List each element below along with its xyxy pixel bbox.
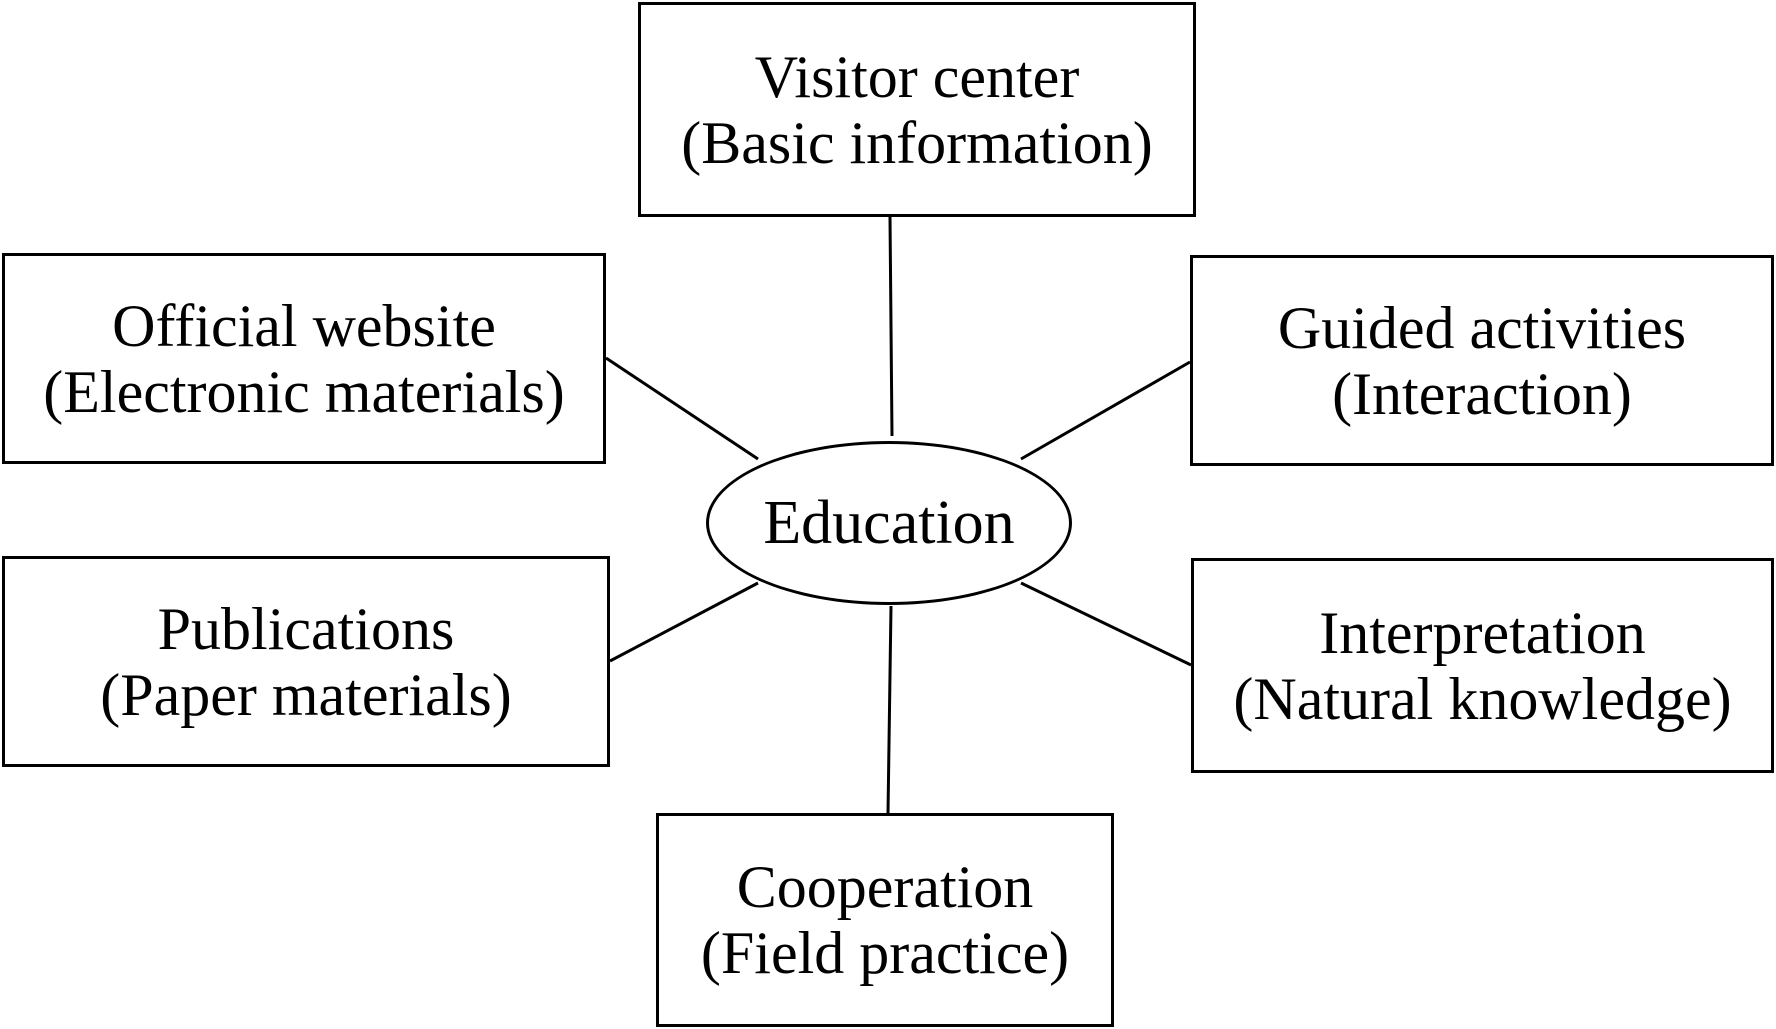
node-title: Publications: [157, 595, 455, 662]
node-subtitle: (Electronic materials): [43, 358, 565, 425]
node-title: Official website: [112, 292, 496, 359]
connector-cooperation: [886, 605, 893, 814]
node-cooperation: Cooperation (Field practice): [656, 813, 1114, 1027]
node-interpretation: Interpretation (Natural knowledge): [1191, 558, 1774, 773]
node-subtitle: (Interaction): [1332, 360, 1632, 427]
node-subtitle: (Basic information): [681, 109, 1153, 176]
node-title: Cooperation: [736, 854, 1034, 920]
node-title: Visitor center: [754, 43, 1080, 110]
node-subtitle: (Paper materials): [100, 661, 512, 728]
connector-guided-activities: [1020, 360, 1191, 461]
node-official-website: Official website (Electronic materials): [2, 253, 606, 464]
node-title: Guided activities: [1277, 294, 1687, 361]
connector-official-website: [605, 356, 759, 461]
center-label: Education: [763, 489, 1015, 557]
center-hub-education: Education: [706, 441, 1072, 605]
connector-interpretation: [1020, 581, 1192, 667]
node-title: Interpretation: [1319, 599, 1646, 666]
node-guided-activities: Guided activities (Interaction): [1190, 255, 1774, 466]
node-subtitle: (Natural knowledge): [1233, 665, 1732, 732]
node-visitor-center: Visitor center (Basic information): [638, 2, 1196, 217]
node-publications: Publications (Paper materials): [2, 556, 610, 767]
connector-publications: [609, 581, 759, 663]
connector-visitor-center: [888, 216, 894, 437]
node-subtitle: (Field practice): [700, 920, 1070, 986]
